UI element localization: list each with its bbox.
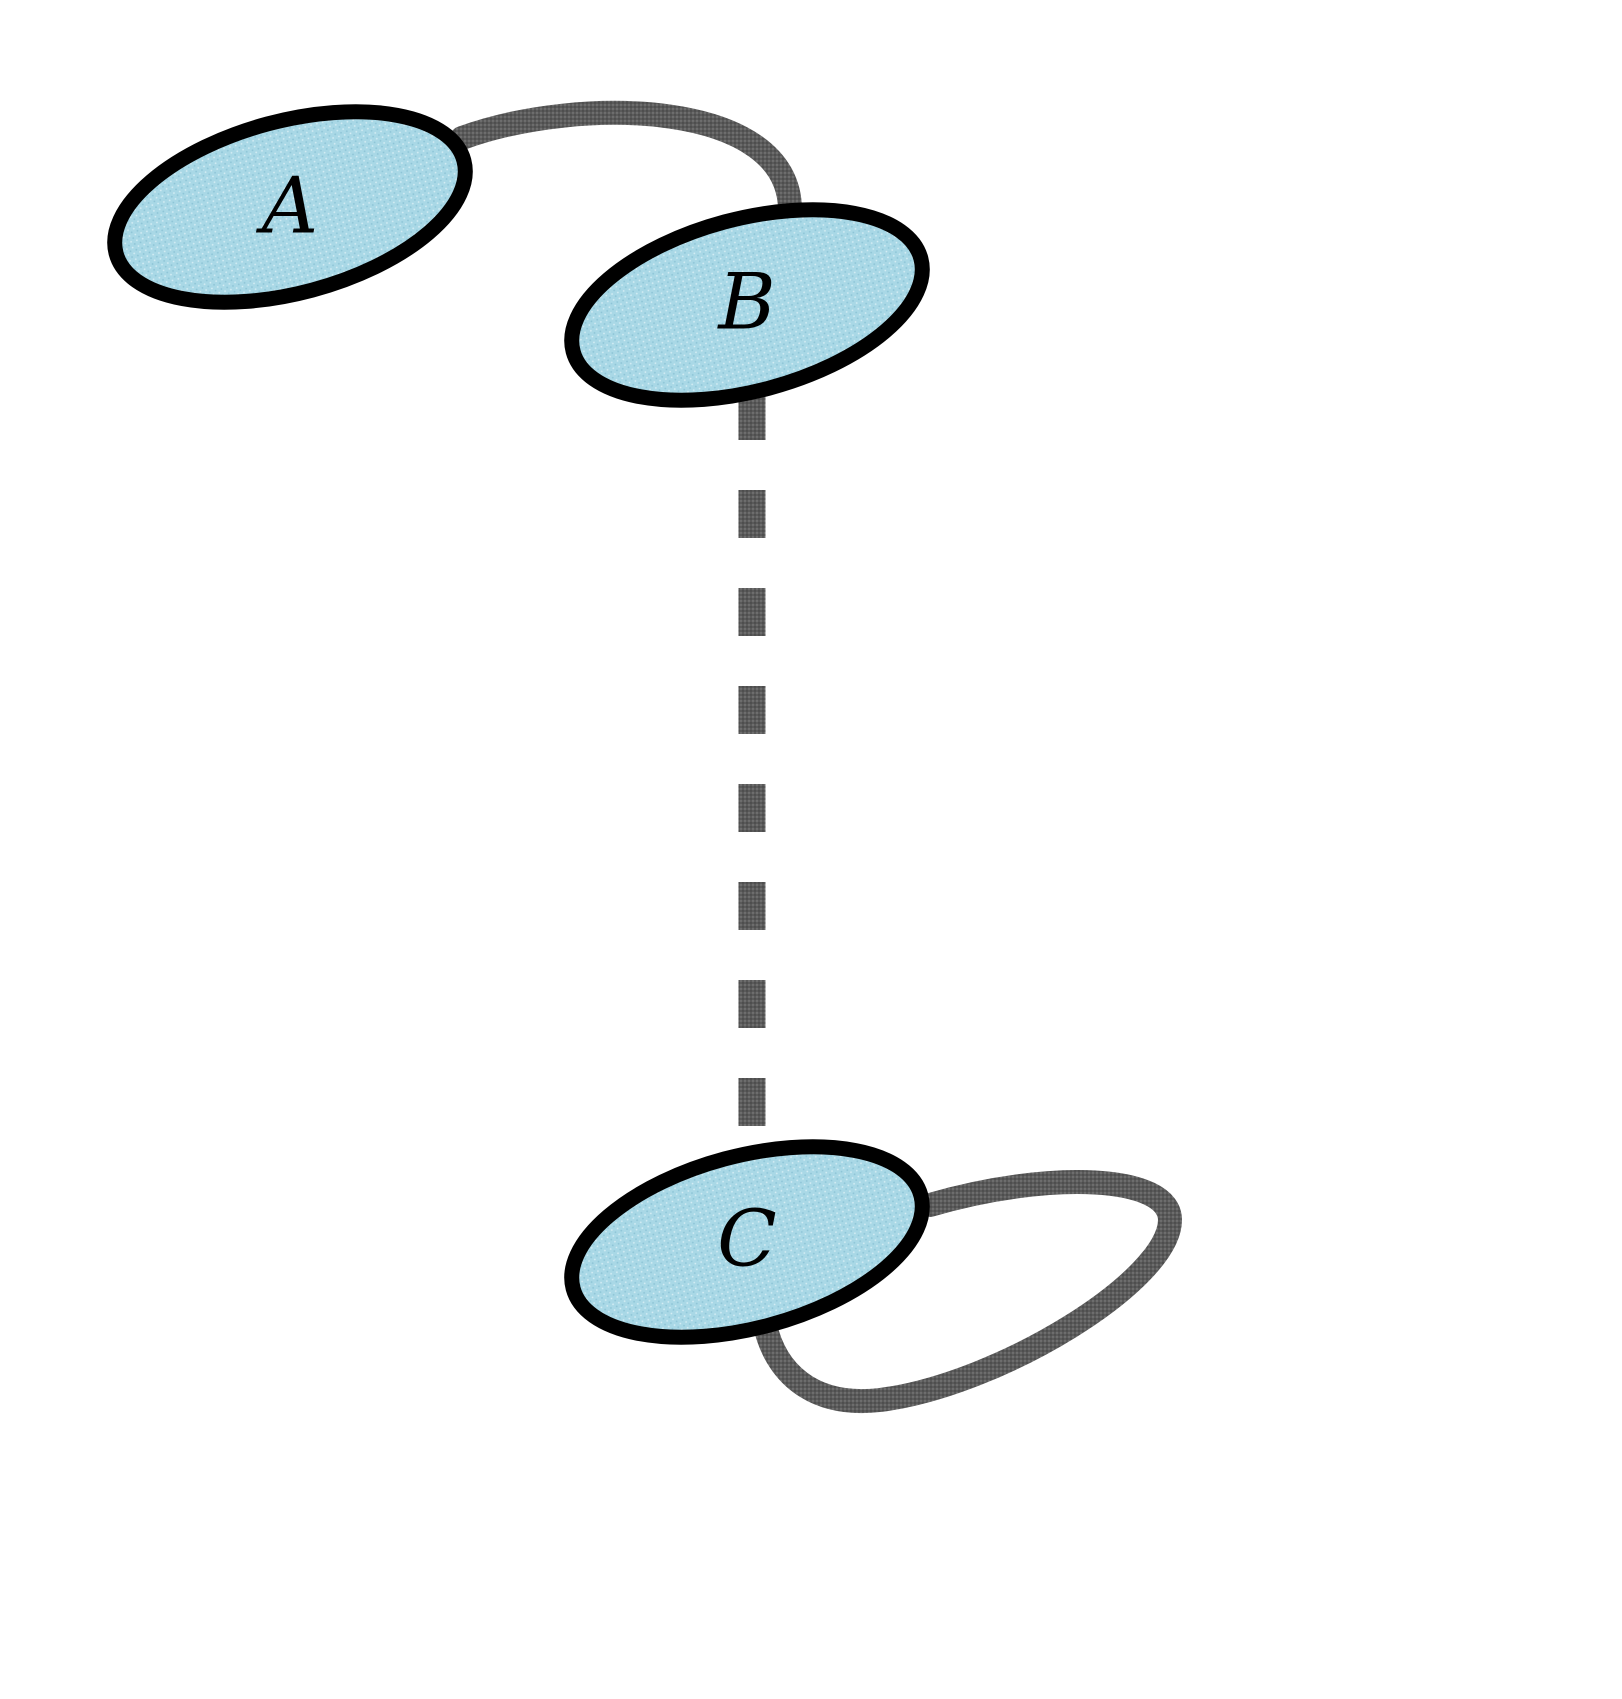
node-a: A <box>107 104 473 310</box>
edge-c-c-loop <box>753 1170 1183 1414</box>
node-a-shape <box>107 104 473 310</box>
edge-a-b <box>450 100 802 222</box>
node-b-label: B <box>716 258 775 348</box>
node-c-shape <box>564 1139 930 1345</box>
node-c: C <box>564 1139 930 1345</box>
node-c-label: C <box>717 1195 777 1285</box>
node-b-shape <box>564 202 930 408</box>
node-b: B <box>564 202 930 408</box>
node-a-label: A <box>256 162 318 252</box>
